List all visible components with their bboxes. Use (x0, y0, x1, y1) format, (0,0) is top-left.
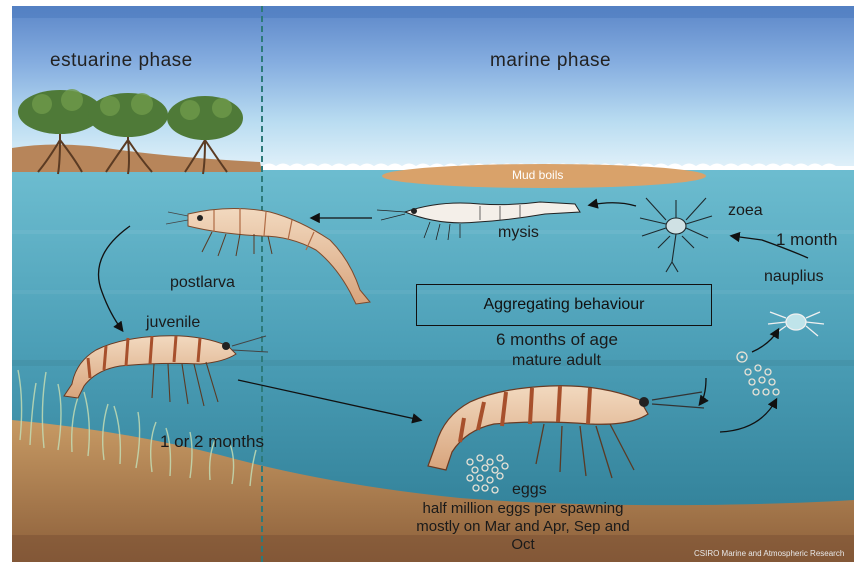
juvenile-label: juvenile (146, 314, 200, 332)
mud-boils-label: Mud boils (512, 168, 563, 182)
nauplius-label: nauplius (764, 268, 824, 286)
eggs-note: half million eggs per spawning mostly on… (408, 500, 638, 554)
sky (12, 6, 854, 171)
eggs-label: eggs (512, 481, 547, 499)
postlarva-label: postlarva (170, 274, 235, 292)
zoea-label: zoea (728, 202, 763, 220)
mysis-label: mysis (498, 224, 539, 242)
estuarine-phase-label: estuarine phase (50, 50, 193, 72)
one-month-label: 1 month (776, 230, 837, 250)
credit-text: CSIRO Marine and Atmospheric Research (694, 549, 844, 558)
aggregating-behaviour-box: Aggregating behaviour (416, 284, 712, 326)
mature-adult-label: mature adult (512, 352, 601, 370)
one-or-two-months-label: 1 or 2 months (160, 432, 264, 452)
marine-phase-label: marine phase (490, 50, 611, 72)
adult-age-label: 6 months of age (496, 330, 618, 350)
